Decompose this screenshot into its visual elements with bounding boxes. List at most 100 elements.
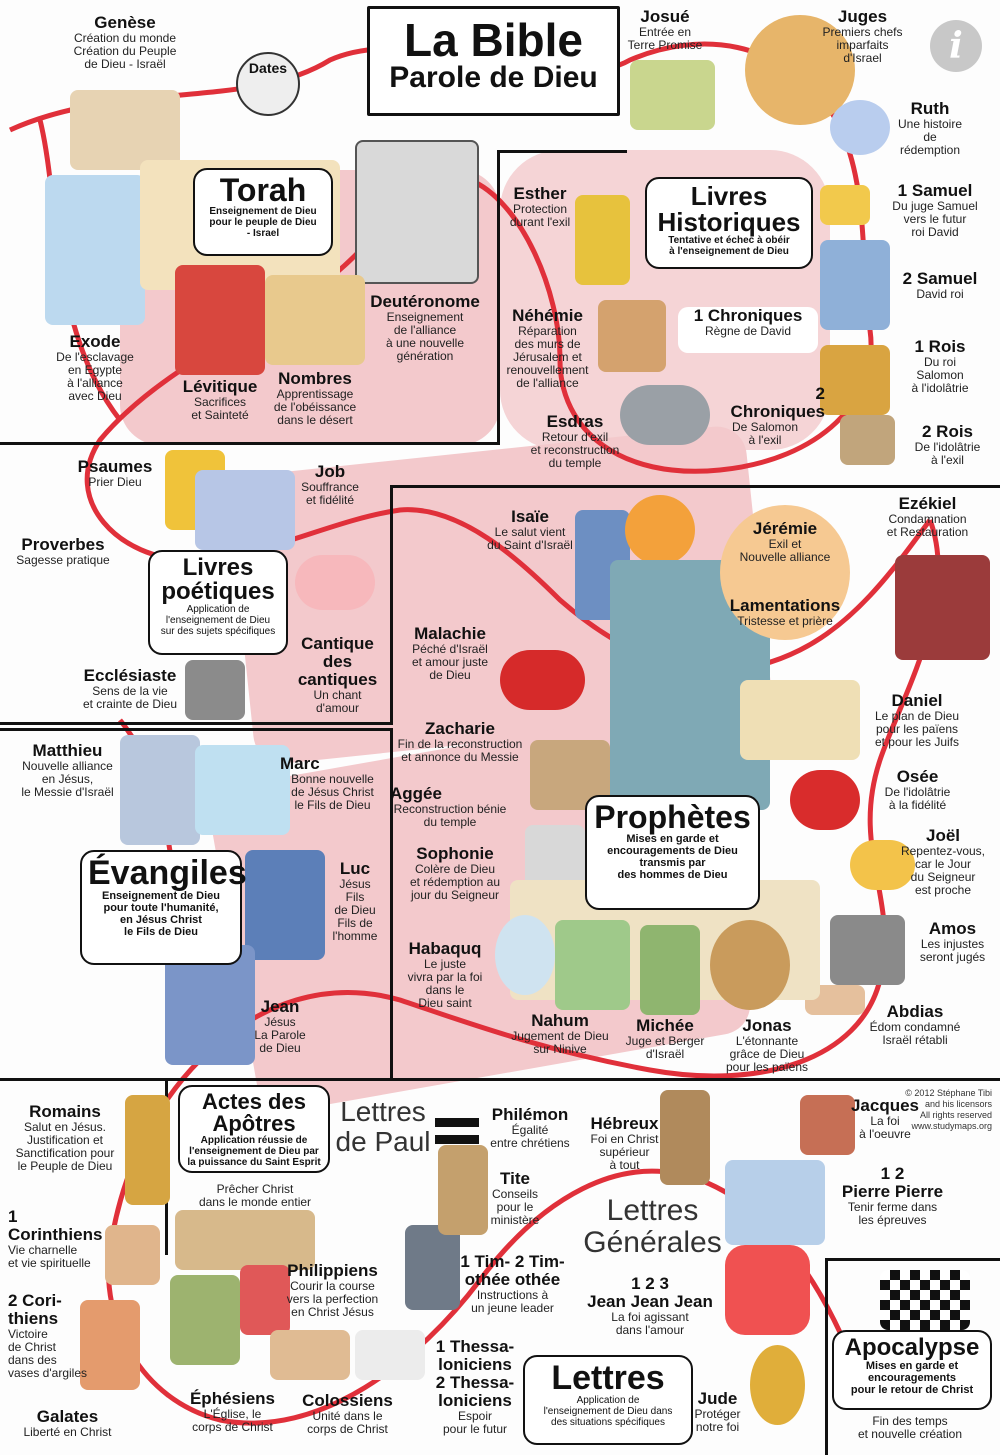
dates-button[interactable]: Dates bbox=[236, 52, 300, 116]
tablets-illustration bbox=[355, 140, 479, 284]
ephesiens-desc: L'Église, le corps de Christ bbox=[192, 1407, 273, 1434]
title-box: La Bible Parole de Dieu bbox=[367, 6, 620, 116]
prophetes-subtitle: Mises en garde et encouragements de Dieu… bbox=[607, 833, 738, 881]
section-actes[interactable]: Actes des Apôtres Application réussie de… bbox=[178, 1085, 330, 1173]
jeanlettres-desc: La foi agissant dans l'amour bbox=[611, 1310, 689, 1337]
rescue-illustration bbox=[725, 1160, 825, 1245]
jude-name: Jude bbox=[697, 1389, 738, 1408]
divider-letters-top bbox=[580, 1078, 1000, 1081]
isaie-desc: Le salut vient du Saint d'Israël bbox=[487, 525, 573, 552]
levitique-name: Lévitique bbox=[182, 377, 258, 396]
section-apocalypse[interactable]: Apocalypse Mises en garde et encourageme… bbox=[832, 1330, 992, 1410]
lettres-title: Lettres bbox=[551, 1359, 665, 1397]
rois2-desc: De l'idolâtrie à l'exil bbox=[914, 440, 981, 467]
info-icon[interactable]: i bbox=[930, 20, 982, 72]
esdras-name: Esdras bbox=[546, 412, 604, 431]
church-people-illustration bbox=[170, 1275, 240, 1365]
harp-king-illustration bbox=[820, 240, 890, 330]
section-lettres[interactable]: Lettres Application de l'enseignement de… bbox=[523, 1355, 693, 1445]
section-poetiques[interactable]: Livres poétiques Application de l'enseig… bbox=[148, 550, 288, 655]
section-torah[interactable]: Torah Enseignement de Dieu pour le peupl… bbox=[193, 168, 333, 256]
josue-illustration bbox=[630, 60, 715, 130]
section-prophetes[interactable]: Prophètes Mises en garde et encouragemen… bbox=[585, 795, 760, 910]
hearts-music-illustration[interactable] bbox=[295, 555, 375, 610]
psaumes-desc: Prier Dieu bbox=[88, 475, 142, 489]
timothy-illustration bbox=[405, 1225, 460, 1310]
dove-fire-illustration bbox=[625, 495, 695, 565]
pierre-desc: Tenir ferme dans les épreuves bbox=[847, 1200, 938, 1227]
cross-illustration bbox=[660, 1090, 710, 1185]
ruth-desc: Une histoire de rédemption bbox=[897, 117, 963, 157]
thinker-illustration bbox=[185, 660, 245, 720]
jean-name: Jean bbox=[260, 997, 300, 1016]
joel-desc: Repentez-vous, car le Jour du Seigneur e… bbox=[900, 844, 986, 897]
actes-desc: Prêcher Christ dans le monde entier bbox=[198, 1182, 312, 1209]
tite-illustration bbox=[438, 1145, 488, 1235]
tite-desc: Conseils pour le ministère bbox=[490, 1187, 540, 1227]
section-evangiles[interactable]: Évangiles Enseignement de Dieu pour tout… bbox=[80, 850, 247, 965]
divider-torah-bottom bbox=[0, 442, 500, 445]
torah-subtitle: Enseignement de Dieu pour le peuple de D… bbox=[209, 206, 317, 239]
section-historiques[interactable]: Livres Historiques Tentative et échec à … bbox=[645, 177, 813, 269]
